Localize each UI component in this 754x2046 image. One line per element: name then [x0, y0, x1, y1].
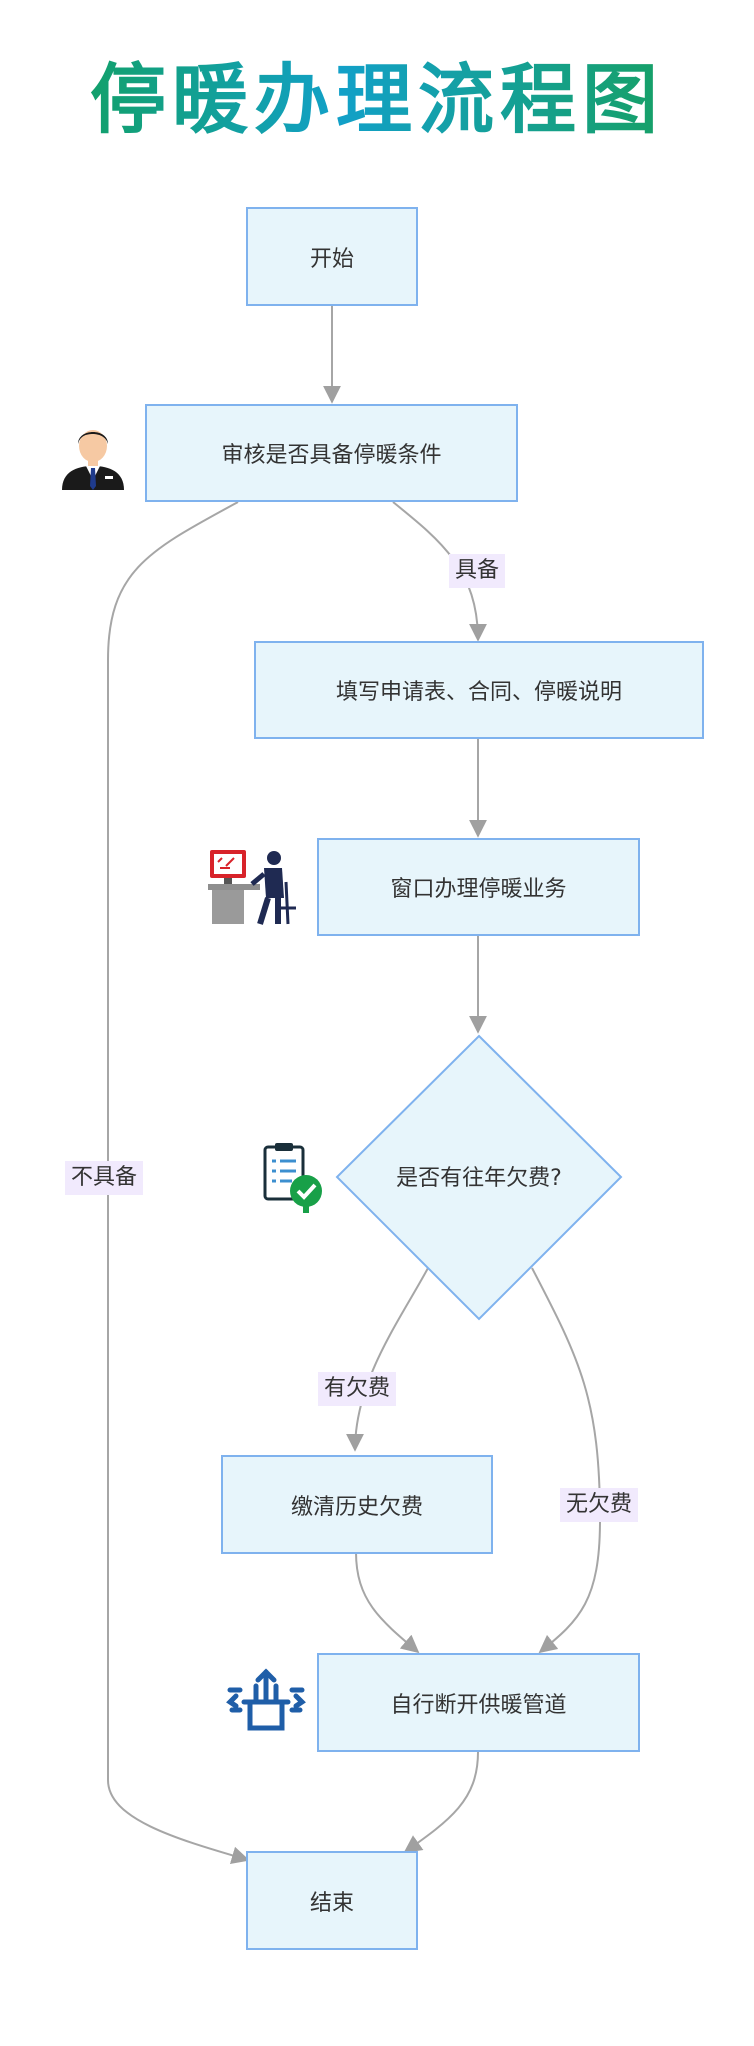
node-disconnect-pipe: 自行断开供暖管道 — [317, 1653, 640, 1752]
edge-review-end — [107, 501, 250, 1865]
edge-label-no-arrears: 无欠费 — [560, 1488, 639, 1522]
edge-pay-disconnect — [355, 1551, 420, 1654]
office-worker-computer-icon — [208, 850, 296, 925]
node-end: 结束 — [246, 1851, 418, 1950]
edge-label-not-qualified: 不具备 — [65, 1161, 144, 1195]
page-title: 停暖办理流程图 — [0, 50, 754, 150]
node-pay-arrears: 缴清历史欠费 — [221, 1455, 493, 1554]
node-start: 开始 — [246, 207, 418, 306]
edge-decision-pay — [346, 1267, 429, 1452]
pipe-valve-icon — [226, 1668, 306, 1731]
node-fill-forms: 填写申请表、合同、停暖说明 — [254, 641, 704, 739]
edge-decision-disconnect — [531, 1267, 602, 1654]
edge-label-has-arrears: 有欠费 — [318, 1372, 397, 1406]
decision-label: 是否有往年欠费? — [396, 1166, 562, 1191]
staff-person-icon — [62, 430, 124, 490]
clipboard-check-icon — [263, 1143, 322, 1213]
edge-label-qualified: 具备 — [449, 554, 506, 588]
edge-disconnect-end — [403, 1751, 479, 1854]
node-review: 审核是否具备停暖条件 — [145, 404, 518, 502]
node-window: 窗口办理停暖业务 — [317, 838, 640, 936]
